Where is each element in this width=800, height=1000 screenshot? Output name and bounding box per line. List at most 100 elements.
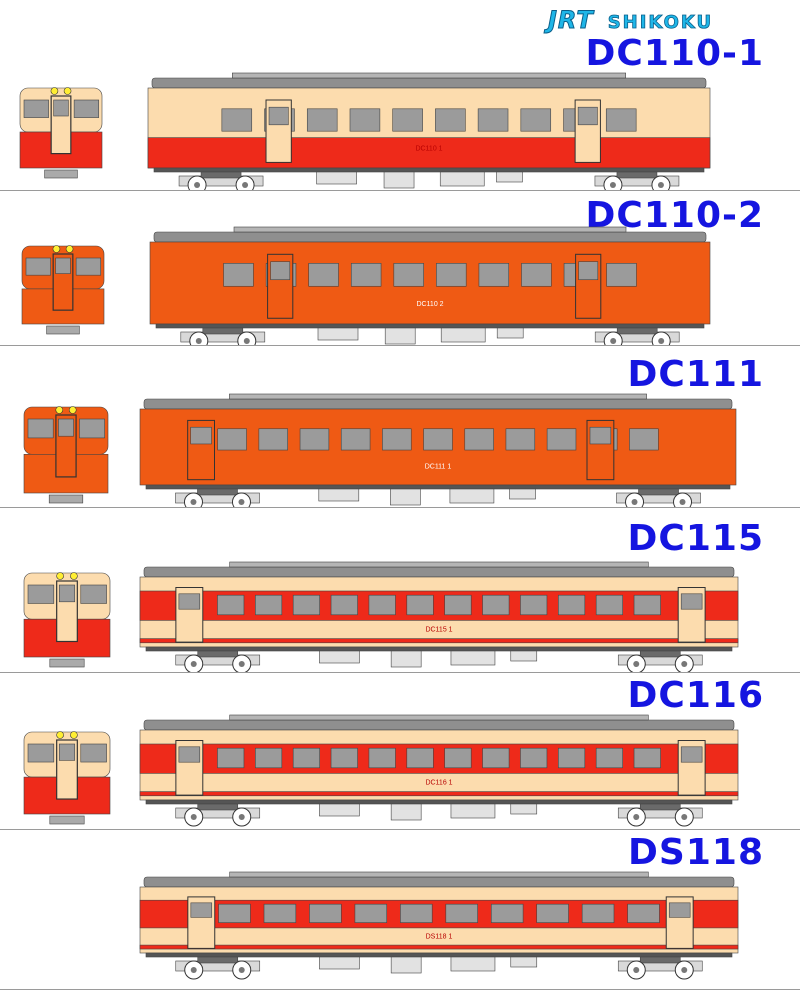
side-window	[629, 428, 659, 451]
door-window	[577, 106, 598, 126]
skirt-red-line	[139, 791, 739, 797]
bogie-bolster	[202, 327, 244, 335]
headlight	[52, 245, 61, 253]
model-title: DC116	[627, 675, 764, 716]
underframe-sill	[153, 167, 705, 173]
underfloor-equipment	[496, 327, 524, 339]
side-window	[308, 263, 339, 287]
door-window	[668, 902, 691, 918]
side-window	[445, 903, 478, 923]
bogie-bolster	[639, 956, 681, 964]
model-title: DC110-1	[585, 33, 764, 74]
underfloor-equipment	[509, 488, 536, 500]
wheel-hub	[610, 338, 617, 344]
cab-window-right	[79, 418, 105, 439]
side-window	[382, 428, 412, 451]
underframe-sill	[155, 323, 705, 329]
cab-door-window	[58, 743, 76, 761]
roof-equipment	[229, 871, 649, 878]
underfloor-equipment	[319, 803, 360, 817]
roof-equipment	[233, 226, 627, 233]
model-title: DS118	[628, 832, 764, 873]
headlight	[68, 406, 77, 414]
underfloor-equipment	[390, 488, 421, 506]
side-window	[546, 428, 577, 451]
coupler-area	[49, 658, 85, 668]
cab-door-window	[58, 584, 76, 603]
bogie-bolster	[197, 956, 239, 964]
side-window	[330, 594, 358, 616]
side-window	[482, 594, 510, 616]
side-window	[406, 594, 434, 616]
underframe-sill	[145, 646, 733, 652]
model-title: DC111	[627, 354, 764, 395]
underfloor-equipment	[383, 171, 415, 189]
side-window	[436, 263, 467, 287]
underfloor-equipment	[510, 650, 538, 662]
wheel-hub	[631, 499, 638, 505]
brand-jrt-text: JRT	[548, 6, 594, 35]
underfloor-equipment	[439, 171, 485, 187]
side-window	[255, 747, 283, 769]
side-window	[400, 903, 433, 923]
underfloor-equipment	[510, 956, 538, 968]
model-panel-ds118: DS118 DS118 1	[0, 829, 800, 990]
side-window	[255, 594, 283, 616]
wheel-hub	[238, 967, 245, 973]
wheel-hub	[238, 814, 245, 820]
side-window	[581, 903, 615, 923]
skirt-red-line	[139, 944, 739, 950]
wheel-hub	[190, 814, 197, 820]
side-window	[392, 108, 423, 132]
underfloor-equipment	[384, 327, 416, 345]
side-window	[217, 747, 245, 769]
coupler-area	[48, 494, 84, 504]
wheel-hub	[243, 338, 250, 344]
underframe-sill	[145, 484, 731, 490]
underfloor-equipment	[319, 956, 360, 970]
side-window	[423, 428, 453, 451]
wheel-hub	[242, 182, 249, 188]
side-window	[627, 903, 660, 923]
headlight	[55, 406, 64, 414]
side-window	[349, 108, 381, 132]
wheel-hub	[609, 182, 616, 188]
side-window	[520, 108, 552, 132]
side-window	[350, 263, 382, 287]
wheel-hub	[190, 967, 197, 973]
headlight	[56, 572, 64, 580]
cab-window-left	[23, 99, 49, 118]
side-window	[406, 747, 434, 769]
coupler-area	[46, 325, 80, 335]
bogie-bolster	[197, 488, 238, 496]
train-drawing: DC110 2	[21, 226, 711, 345]
wheel-hub	[633, 814, 640, 820]
door-window	[578, 261, 599, 281]
side-window	[558, 747, 586, 769]
underfloor-equipment	[496, 171, 523, 183]
side-window	[340, 428, 371, 451]
wheel-hub	[195, 338, 202, 344]
bogie-bolster	[197, 803, 239, 811]
side-window	[605, 108, 637, 132]
door-window	[680, 593, 703, 610]
bogie-bolster	[638, 488, 679, 496]
side-window	[595, 747, 623, 769]
side-window	[221, 108, 253, 132]
roof-equipment	[232, 72, 626, 79]
roof	[143, 398, 733, 410]
headlight	[56, 731, 64, 739]
side-window	[368, 594, 396, 616]
wheel-hub	[681, 661, 688, 667]
bogie-bolster	[616, 327, 658, 335]
door-window	[178, 746, 201, 763]
wheel-hub	[194, 182, 201, 188]
side-window	[330, 747, 358, 769]
brand-logo: JRT SHIKOKU	[548, 6, 713, 35]
wheel-hub	[658, 338, 665, 344]
side-window	[435, 108, 466, 132]
roof	[153, 231, 707, 243]
side-window	[354, 903, 388, 923]
cab-window-right	[80, 743, 107, 763]
cab-door-window	[53, 99, 69, 117]
